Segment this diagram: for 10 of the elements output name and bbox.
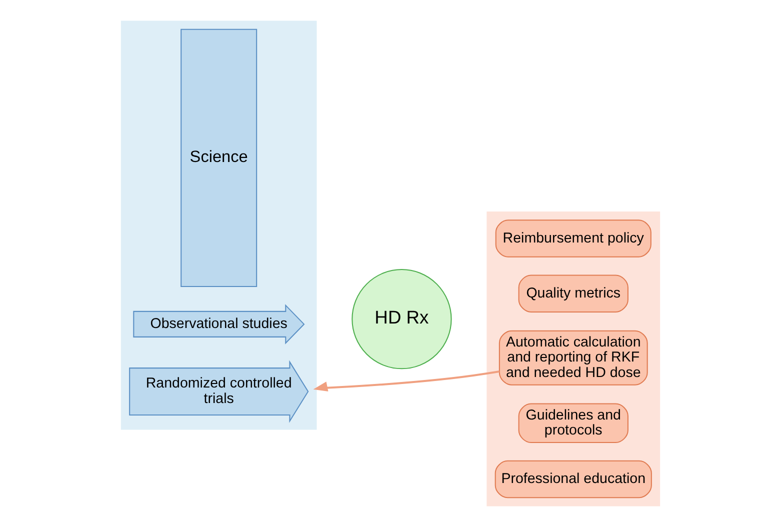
node-box: Guidelines and protocols: [518, 402, 628, 443]
cluster: [486, 210, 660, 506]
cluster: [120, 20, 316, 430]
arrow: [312, 370, 500, 391]
node-circle: HD Rx: [351, 268, 452, 369]
node-box: Reimbursement policy: [494, 219, 651, 257]
node-box: Automatic calculation and reporting of RKF and needed HD dose: [498, 330, 648, 385]
node-box: Quality metrics: [518, 274, 628, 312]
node-box: Professional education: [494, 460, 652, 498]
node-box: Science: [180, 28, 257, 286]
